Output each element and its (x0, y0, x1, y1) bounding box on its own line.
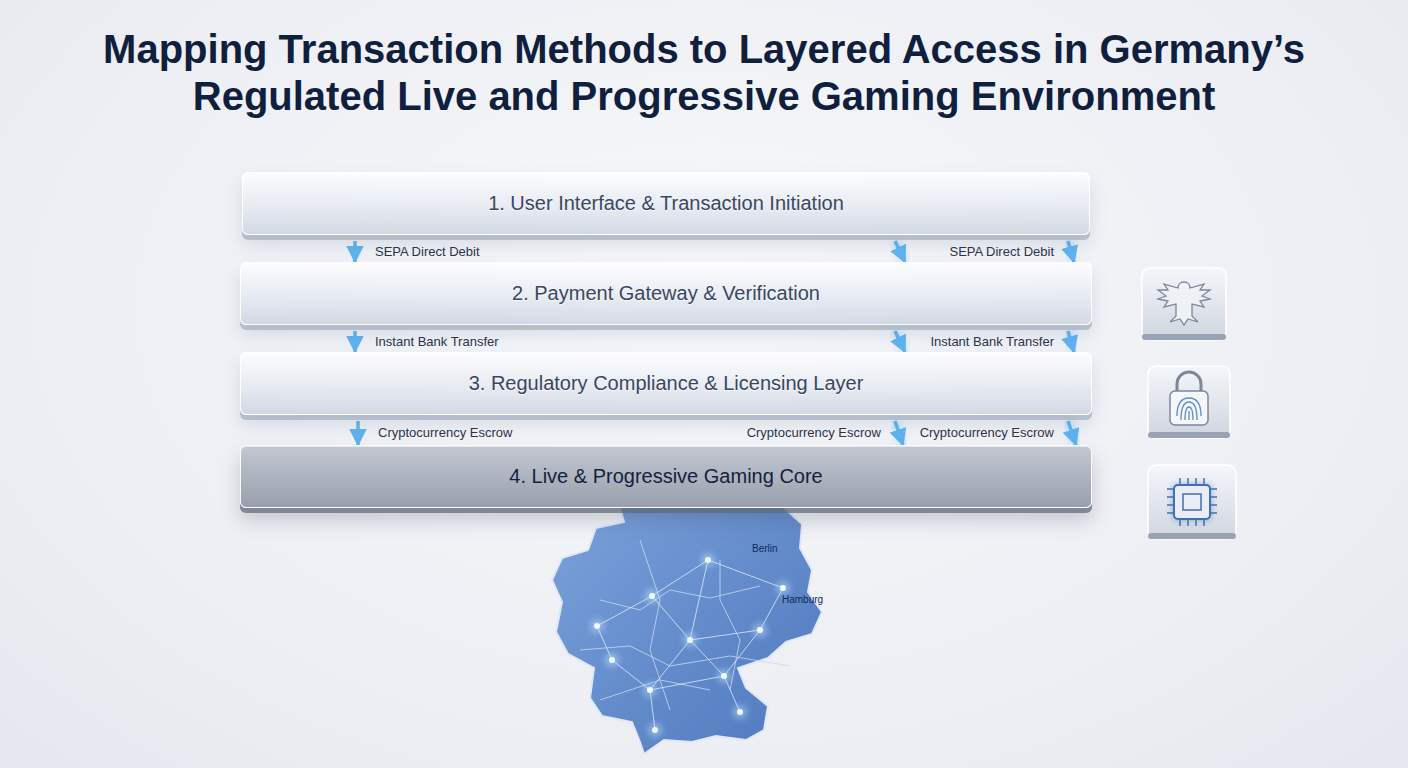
diagram-title: Mapping Transaction Methods to Layered A… (64, 26, 1344, 120)
arrow-glow (351, 241, 360, 262)
arrow-line (895, 421, 903, 445)
edge-label: SEPA Direct Debit (375, 244, 480, 260)
arrow-line (356, 421, 360, 445)
edge-label: SEPA Direct Debit (949, 244, 1054, 260)
fingerprint-lock-icon (1148, 366, 1230, 438)
germany-map (552, 480, 822, 754)
arrow-glow (1068, 331, 1074, 352)
flow-arrow (895, 331, 905, 352)
layer-title: 4. Live & Progressive Gaming Core (509, 465, 822, 488)
arrow-glow (895, 331, 905, 352)
arrow-line (895, 331, 905, 352)
arrow-glow (895, 241, 905, 262)
flow-arrow (1068, 421, 1076, 445)
flow-arrow (895, 421, 903, 445)
layer-slab: 3. Regulatory Compliance & Licensing Lay… (240, 352, 1092, 415)
layer-slab: 2. Payment Gateway & Verification (240, 262, 1092, 325)
arrow-line (1068, 241, 1074, 262)
edge-label: Instant Bank Transfer (930, 334, 1054, 350)
layer-title: 1. User Interface & Transaction Initiati… (488, 192, 844, 215)
city-label: Berlin (752, 543, 778, 554)
arrow-line (895, 241, 905, 262)
edge-label: Cryptocurrency Escrow (747, 425, 881, 441)
flow-arrow (1068, 241, 1074, 262)
edge-label: Cryptocurrency Escrow (378, 425, 512, 441)
layer-title: 3. Regulatory Compliance & Licensing Lay… (469, 372, 864, 395)
layer-slab: 1. User Interface & Transaction Initiati… (242, 172, 1090, 235)
arrow-glow (351, 331, 360, 352)
city-label: Hamburg (782, 594, 823, 605)
chip-icon (1148, 465, 1236, 539)
arrow-line (353, 241, 357, 262)
arrow-glow (1068, 241, 1074, 262)
edge-label: Instant Bank Transfer (375, 334, 499, 350)
layer-title: 2. Payment Gateway & Verification (512, 282, 820, 305)
arrow-line (353, 331, 357, 352)
arrow-glow (354, 421, 363, 445)
arrow-glow (895, 421, 903, 445)
arrow-glow (1068, 421, 1076, 445)
layer-slab: 4. Live & Progressive Gaming Core (240, 445, 1092, 508)
flow-arrow (1068, 331, 1074, 352)
flow-arrow (358, 421, 359, 445)
flow-arrow (355, 241, 356, 262)
flow-arrow (355, 331, 356, 352)
edge-label: Cryptocurrency Escrow (920, 425, 1054, 441)
flow-arrow (895, 241, 905, 262)
arrow-line (1068, 421, 1076, 445)
arrow-line (1068, 331, 1074, 352)
eagle-icon (1142, 268, 1226, 340)
